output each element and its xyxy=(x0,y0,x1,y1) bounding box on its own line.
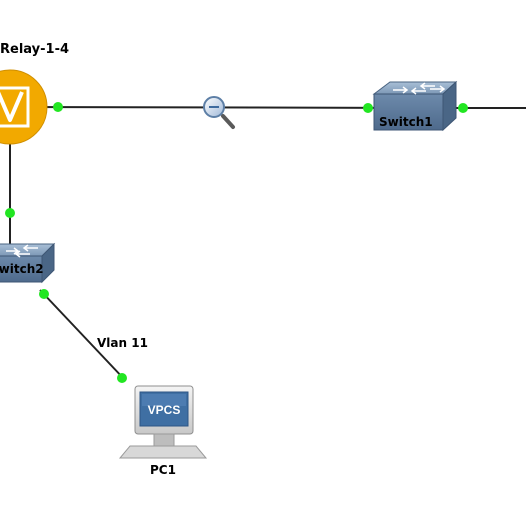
link-switch2-pc1[interactable] xyxy=(39,289,126,381)
node-label-relay[interactable]: Relay-1-4 xyxy=(0,42,70,57)
link-endpoint-dot xyxy=(39,289,49,299)
node-label-switch2[interactable]: Switch2 xyxy=(0,262,44,276)
switch-icon[interactable] xyxy=(372,80,458,132)
node-label-switch1[interactable]: Switch1 xyxy=(379,115,433,129)
vyos-router-icon[interactable] xyxy=(0,69,48,145)
vpcs-computer-icon[interactable]: VPCS xyxy=(118,385,208,459)
link-endpoint-dot xyxy=(5,208,15,218)
switch-icon[interactable] xyxy=(0,242,56,284)
link-endpoint-dot xyxy=(458,103,468,113)
link-endpoint-dot xyxy=(363,103,373,113)
link-endpoint-dot xyxy=(53,102,63,112)
link-endpoint-dot xyxy=(117,373,127,383)
node-label-pc1[interactable]: PC1 xyxy=(150,463,176,477)
link-label-vlan[interactable]: Vlan 11 xyxy=(97,336,148,350)
packet-capture-icon[interactable] xyxy=(203,96,235,129)
vpcs-screen-text: VPCS xyxy=(148,403,181,417)
